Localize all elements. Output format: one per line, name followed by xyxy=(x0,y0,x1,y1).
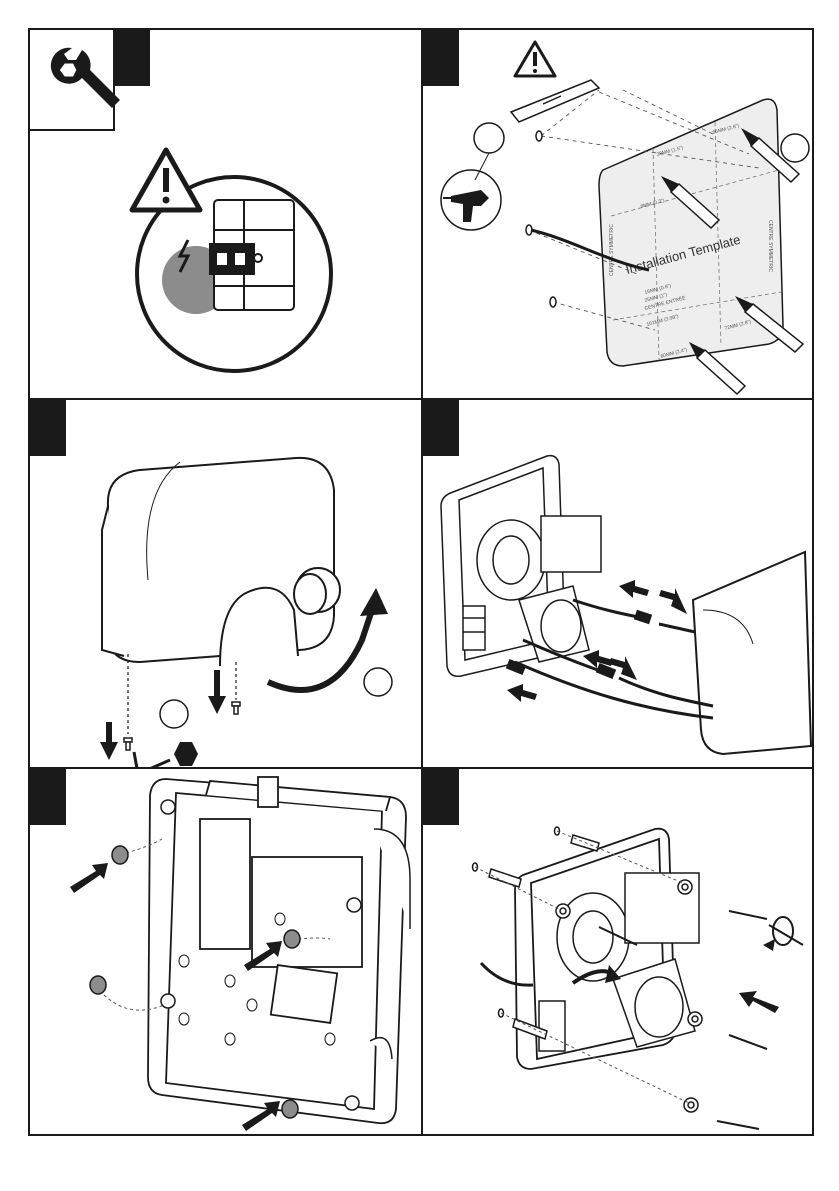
instruction-sheet-frame: Installation Template 38MM (1.5") 66MM (… xyxy=(28,28,814,1136)
wrench-icon xyxy=(51,48,120,108)
step-2-illustration: Installation Template 38MM (1.5") 66MM (… xyxy=(423,30,812,398)
callout-circle-left xyxy=(474,123,504,153)
terminal-block xyxy=(539,1001,565,1051)
step-6-panel xyxy=(423,769,812,1134)
step-6-illustration xyxy=(423,769,812,1134)
terminal-block xyxy=(463,606,485,650)
step-4-illustration xyxy=(423,400,812,767)
callout-circle xyxy=(160,700,188,728)
callout-circle xyxy=(364,668,392,696)
step-5-illustration xyxy=(30,769,421,1134)
hex-nut-icon xyxy=(174,742,198,766)
down-arrow xyxy=(208,670,226,714)
step-4-panel xyxy=(423,400,812,767)
push-arrow xyxy=(739,991,779,1013)
dryer-cover xyxy=(693,552,811,754)
warning-triangle-icon xyxy=(132,150,200,210)
circuit-breaker xyxy=(210,200,294,310)
step-3-illustration xyxy=(30,400,421,767)
template-side-left: CENTRE SYMMETRIC xyxy=(609,224,615,276)
hex-key xyxy=(134,752,170,767)
down-arrow xyxy=(100,722,118,760)
step-1-panel xyxy=(30,30,421,398)
callout-circle-right xyxy=(781,134,809,162)
step-2-panel: Installation Template 38MM (1.5") 66MM (… xyxy=(423,30,812,398)
step-3-panel xyxy=(30,400,421,767)
warning-triangle-icon xyxy=(515,42,555,76)
drill-holes xyxy=(526,131,556,307)
dryer-cover xyxy=(102,458,340,666)
drill-icon xyxy=(441,170,501,230)
template-side-right: CENTRE SYMMETRIC xyxy=(767,220,773,272)
step-1-illustration xyxy=(30,30,421,398)
step-5-panel xyxy=(30,769,421,1134)
